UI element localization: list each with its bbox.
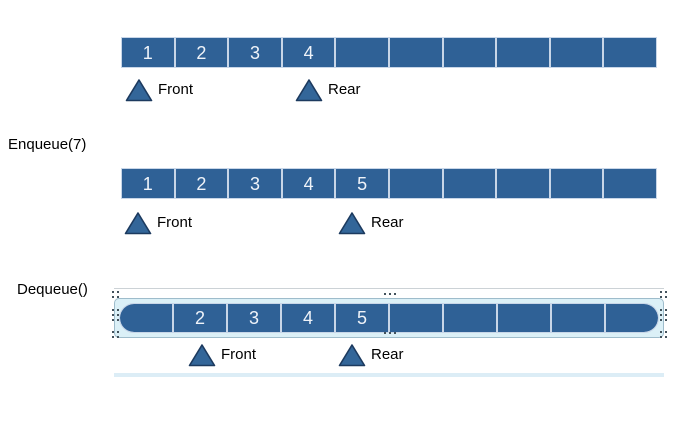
queue-cell: 1 [122,169,174,198]
queue-cell: 4 [282,304,334,332]
triangle-up-icon [338,211,366,234]
rear-label: Rear [371,346,404,363]
front-marker-after-enqueue[interactable]: Front [124,210,192,235]
queue-cell: 2 [175,169,228,198]
selection-handle-top-left[interactable] [112,291,119,298]
triangle-up-icon [188,343,216,366]
queue-cell [336,38,388,67]
rear-marker-initial[interactable]: Rear [295,77,361,102]
front-label: Front [221,346,257,363]
queue-cell [389,169,442,198]
selection-outer-bottom-line [114,373,664,377]
queue-cell: 1 [122,38,174,67]
triangle-up-icon [124,211,152,234]
queue-cell: 2 [175,38,228,67]
selection-handle-bottom-center[interactable] [384,332,396,334]
queue-cell: 5 [336,169,388,198]
front-marker-after-dequeue[interactable]: Front [188,342,256,367]
queue-cell [497,38,549,67]
front-marker-initial[interactable]: Front [125,77,193,102]
queue-cell [443,169,496,198]
rear-label: Rear [371,214,404,231]
selection-handle-mid-left[interactable] [112,309,119,321]
operation-label-dequeue[interactable]: Dequeue() [17,281,88,298]
rear-marker-after-enqueue[interactable]: Rear [338,210,404,235]
queue-cell [550,169,603,198]
queue-cell [604,38,656,67]
triangle-up-icon [125,78,153,101]
operation-label-enqueue[interactable]: Enqueue(7) [8,136,87,153]
queue-cell: 4 [282,38,335,67]
selection-handle-bottom-right[interactable] [660,331,667,338]
selection-handle-mid-right[interactable] [660,309,667,321]
queue-cell [443,38,496,67]
queue-cell [390,304,442,332]
front-label: Front [158,81,194,98]
queue-cell [550,38,603,67]
selection-handle-top-center[interactable] [384,293,396,295]
queue-cell [552,304,604,332]
triangle-up-icon [338,343,366,366]
queue-cell [606,304,658,332]
queue-cell: 3 [229,169,281,198]
queue-cell [120,304,172,332]
queue-cell [389,38,442,67]
selection-handle-top-right[interactable] [660,291,667,298]
queue-cell [497,169,549,198]
queue-cell: 5 [336,304,388,332]
queue-cell [444,304,496,332]
queue-cell: 2 [174,304,226,332]
queue-cell: 4 [282,169,335,198]
queue-cell [498,304,550,332]
queue-cell: 3 [229,38,281,67]
triangle-up-icon [295,78,323,101]
front-label: Front [157,214,193,231]
selection-handle-bottom-left[interactable] [112,331,119,338]
rear-marker-after-dequeue[interactable]: Rear [338,342,404,367]
rear-label: Rear [328,81,361,98]
queue-cell [604,169,656,198]
selection-outer-top-line [114,288,664,289]
queue-cell: 3 [228,304,280,332]
